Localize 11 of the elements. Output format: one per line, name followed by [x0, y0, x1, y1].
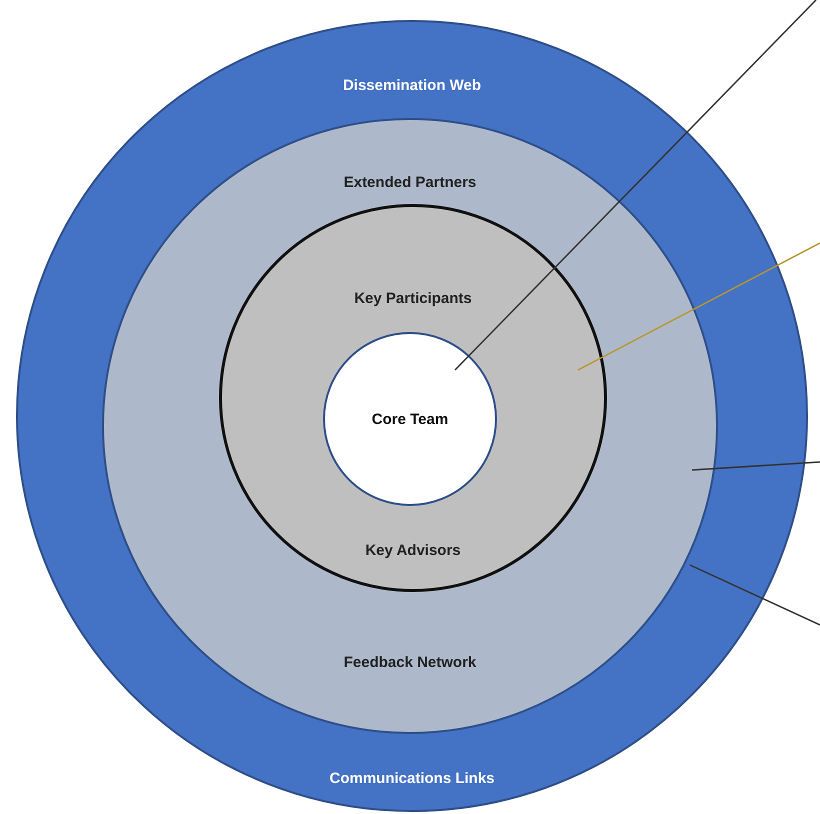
ring-label: Extended Partners: [344, 174, 476, 191]
leader-line: [454, 0, 817, 371]
ring-label: Communications Links: [329, 770, 495, 787]
leader-line: [690, 564, 820, 626]
ring-label: Key Advisors: [365, 542, 461, 559]
ring-label: Key Participants: [354, 290, 472, 307]
ring-label: Core Team: [372, 411, 448, 428]
leader-line: [578, 242, 820, 371]
leader-line: [692, 461, 820, 471]
ring-label: Dissemination Web: [342, 77, 482, 94]
ring-label: Feedback Network: [344, 654, 476, 671]
